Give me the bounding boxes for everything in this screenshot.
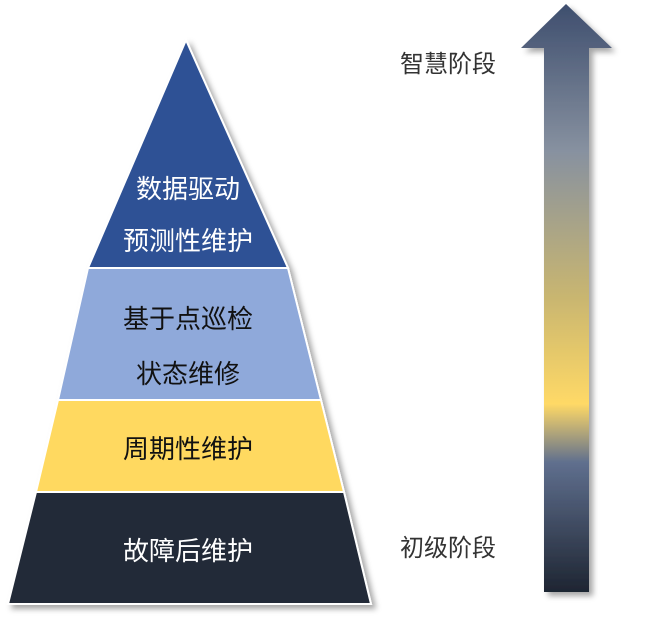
tier-second-line-1: 基于点巡检 [123, 305, 253, 335]
pyramid [6, 37, 373, 605]
tier-labels: 数据驱动 预测性维护 基于点巡检 状态维修 周期性维护 故障后维护 [123, 175, 253, 567]
tier-bottom-line-1: 故障后维护 [123, 537, 253, 567]
tier-top-line-2: 预测性维护 [123, 227, 253, 257]
stage-label-bottom: 初级阶段 [400, 534, 496, 562]
tier-third-line-1: 周期性维护 [123, 435, 253, 465]
progress-arrow [521, 4, 612, 592]
tier-top-line-1: 数据驱动 [136, 175, 240, 205]
stage-label-top: 智慧阶段 [400, 50, 496, 78]
tier-second-line-2: 状态维修 [136, 360, 240, 390]
tier-shape-bottom [6, 491, 373, 605]
